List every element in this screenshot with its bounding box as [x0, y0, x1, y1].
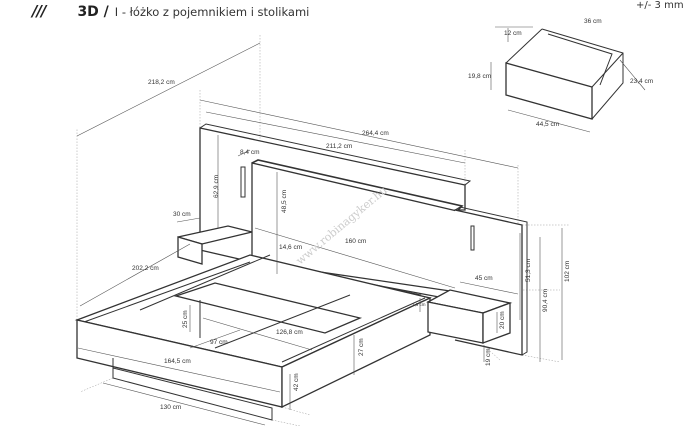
drawer-detail [505, 28, 624, 120]
dim-back-panel-height: 62,9 cm [213, 175, 220, 198]
dim-left-table-depth: 30 cm [173, 211, 191, 218]
dim-bed-length: 218,2 cm [148, 79, 175, 86]
dim-headboard-upper-width: 211,2 cm [326, 143, 352, 150]
dim-total-height: 102 cm [564, 261, 571, 282]
header: /// 3D / I - łóżko z pojemnikiem i stoli… [32, 2, 309, 20]
dim-plinth-width: 130 cm [160, 404, 181, 411]
center-beam [173, 282, 363, 334]
dim-container-width: 97 cm [210, 339, 228, 346]
drawing-code: 3D / [77, 4, 109, 20]
dim-total-width: 264,4 cm [362, 130, 389, 137]
extension-lines [76, 35, 570, 426]
dim-panel-height: 90,4 cm [542, 289, 549, 312]
dim-container-length: 126,8 cm [276, 329, 303, 336]
dim-headboard-height: 48,5 cm [281, 190, 288, 213]
dim-offset: 8,4 cm [240, 149, 260, 156]
drawer-dim-front-height: 19,8 cm [468, 73, 491, 80]
drawer-dim-depth: 23,4 cm [630, 78, 653, 85]
dimension-lines [76, 26, 646, 426]
led-strip-right [470, 225, 475, 251]
dim-table-top-thickness: 1,6 cm [412, 302, 426, 307]
dim-container-depth: 25 cm [182, 310, 189, 328]
drawer-dim-width-back: 36 cm [584, 18, 602, 25]
tolerance-note: +/- 3 mm [636, 0, 684, 11]
dim-frame-width: 164,5 cm [164, 358, 191, 365]
dimension-labels: 218,2 cm 264,4 cm 211,2 cm 8,4 cm 62,9 c… [132, 18, 653, 411]
bed-frame [74, 254, 432, 421]
dim-shelf-gap: 14,6 cm [279, 244, 302, 251]
dim-table-floor-gap: 19 cm [485, 348, 492, 366]
dim-bed-height: 42 cm [293, 373, 300, 391]
right-nightstand [426, 289, 513, 344]
dim-frame-length: 202,2 cm [132, 265, 159, 272]
drawer-dim-front-width: 44,5 cm [536, 121, 559, 128]
dim-side-panel-height: 51,3 cm [525, 259, 532, 282]
left-nightstand [177, 225, 253, 265]
dim-table-height: 20 cm [499, 311, 506, 329]
dim-table-width: 45 cm [475, 275, 493, 282]
drawing-title: I - łóżko z pojemnikiem i stolikami [114, 5, 310, 19]
drawer-dim-side-height: 12 cm [504, 30, 522, 37]
logo-slashes: /// [32, 2, 46, 20]
led-strip-left [240, 166, 246, 198]
dim-mattress-width: 160 cm [345, 238, 366, 245]
dim-frame-height: 27 cm [358, 338, 365, 356]
